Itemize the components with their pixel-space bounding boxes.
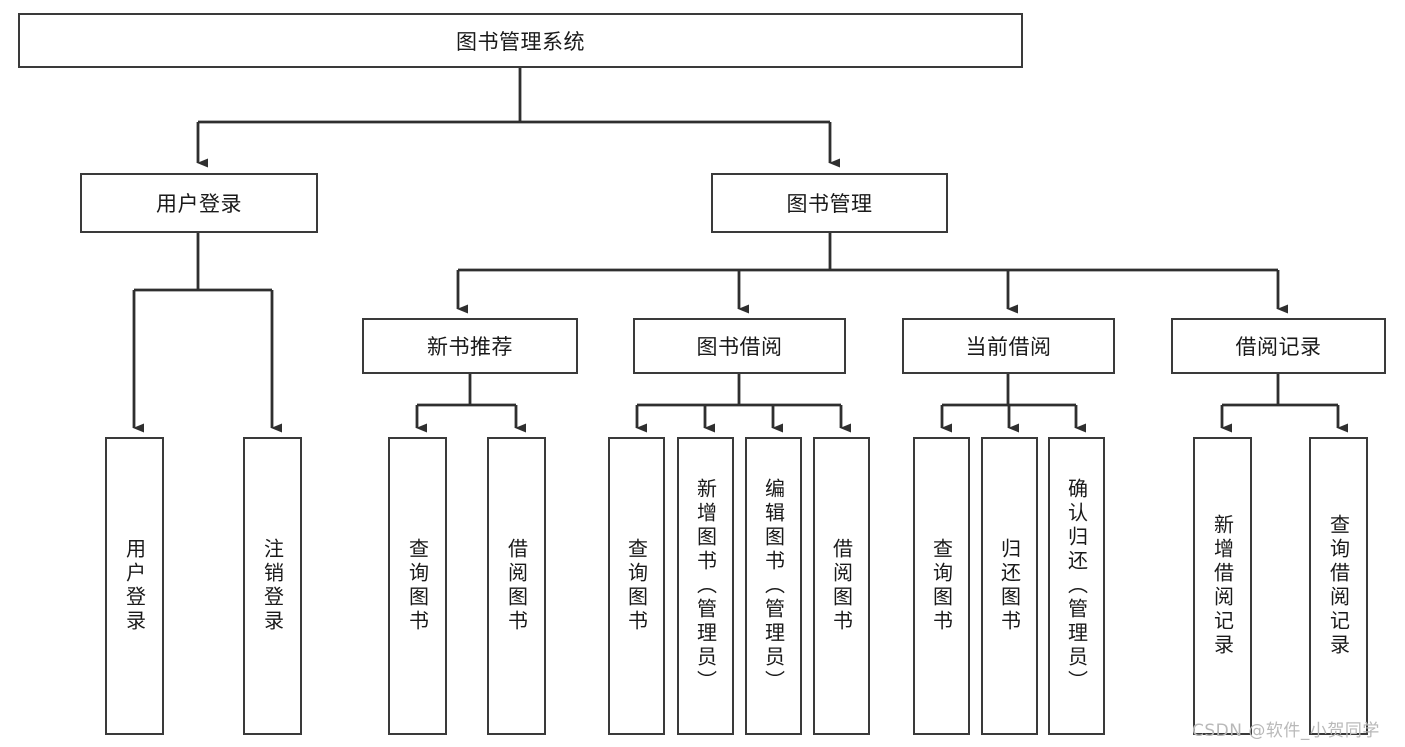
node-book-management[interactable]: 图书管理 <box>711 173 948 233</box>
node-book-borrow[interactable]: 图书借阅 <box>633 318 846 374</box>
node-current-borrow-label: 当前借阅 <box>965 335 1052 359</box>
node-user-login[interactable]: 用户登录 <box>80 173 318 233</box>
leaf-borrow-book-2-label: 借阅图书 <box>829 538 854 634</box>
leaf-add-record[interactable]: 新增借阅记录 <box>1193 437 1252 735</box>
leaf-user-login-label: 用户登录 <box>122 538 147 634</box>
leaf-logout-label: 注销登录 <box>260 538 285 634</box>
leaf-confirm-return-label: 确认归还（管理员） <box>1064 478 1089 694</box>
leaf-query-book-3-label: 查询图书 <box>929 538 954 634</box>
node-borrow-record[interactable]: 借阅记录 <box>1171 318 1386 374</box>
leaf-query-book-2[interactable]: 查询图书 <box>608 437 665 735</box>
leaf-logout[interactable]: 注销登录 <box>243 437 302 735</box>
leaf-user-login[interactable]: 用户登录 <box>105 437 164 735</box>
leaf-query-book-1[interactable]: 查询图书 <box>388 437 447 735</box>
node-current-borrow[interactable]: 当前借阅 <box>902 318 1115 374</box>
leaf-query-book-2-label: 查询图书 <box>624 538 649 634</box>
leaf-return-book[interactable]: 归还图书 <box>981 437 1038 735</box>
leaf-return-book-label: 归还图书 <box>997 538 1022 634</box>
leaf-query-record[interactable]: 查询借阅记录 <box>1309 437 1368 735</box>
node-new-book-recommend[interactable]: 新书推荐 <box>362 318 578 374</box>
leaf-borrow-book-1-label: 借阅图书 <box>504 538 529 634</box>
leaf-confirm-return[interactable]: 确认归还（管理员） <box>1048 437 1105 735</box>
node-root-label: 图书管理系统 <box>456 29 585 54</box>
leaf-edit-book[interactable]: 编辑图书（管理员） <box>745 437 802 735</box>
leaf-query-book-3[interactable]: 查询图书 <box>913 437 970 735</box>
node-book-borrow-label: 图书借阅 <box>696 335 783 359</box>
leaf-borrow-book-1[interactable]: 借阅图书 <box>487 437 546 735</box>
csdn-watermark: CSDN @软件_小贺同学 <box>1192 721 1380 741</box>
leaf-query-book-1-label: 查询图书 <box>405 538 430 634</box>
leaf-add-book[interactable]: 新增图书（管理员） <box>677 437 734 735</box>
node-user-login-label: 用户登录 <box>156 192 242 216</box>
node-book-management-label: 图书管理 <box>786 192 873 216</box>
leaf-add-book-label: 新增图书（管理员） <box>693 478 718 694</box>
node-new-book-recommend-label: 新书推荐 <box>427 335 513 359</box>
leaf-add-record-label: 新增借阅记录 <box>1210 514 1235 658</box>
leaf-borrow-book-2[interactable]: 借阅图书 <box>813 437 870 735</box>
node-root[interactable]: 图书管理系统 <box>18 13 1023 68</box>
leaf-query-record-label: 查询借阅记录 <box>1326 514 1351 658</box>
node-borrow-record-label: 借阅记录 <box>1235 335 1322 359</box>
leaf-edit-book-label: 编辑图书（管理员） <box>761 478 786 694</box>
